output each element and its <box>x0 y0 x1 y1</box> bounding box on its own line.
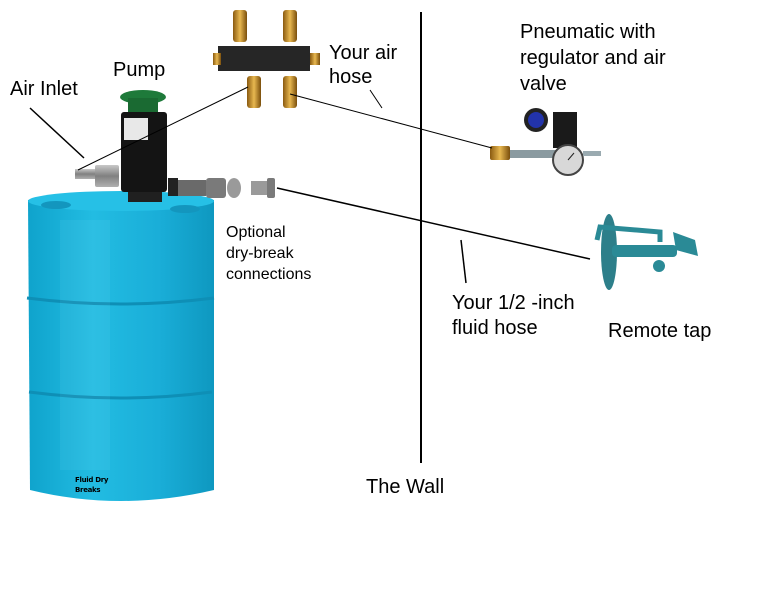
barrel-label-line1: Fluid Dry <box>75 476 109 484</box>
optional-label-line1: Optional <box>226 224 286 241</box>
dry-break-connectors <box>168 178 275 198</box>
air-hose-label-line2: hose <box>329 66 373 88</box>
remote-tap-label: Remote tap <box>608 320 712 342</box>
remote-tap <box>594 214 698 290</box>
fluid-hose-label-line1: Your 1/2 -inch <box>452 292 575 314</box>
pneumatic-label-line3: valve <box>520 73 567 95</box>
air-hose-label-line1: Your air <box>329 42 398 64</box>
fluid-hose-leader <box>460 239 467 284</box>
wall-label: The Wall <box>366 476 445 498</box>
air-hose-leader <box>369 89 383 109</box>
barrel-label-line2: Breaks <box>75 486 101 494</box>
pneumatic-label-line1: Pneumatic with <box>520 21 656 43</box>
pneumatic-regulator <box>490 108 601 176</box>
manifold-to-regulator-hose <box>289 93 493 149</box>
air-inlet-label: Air Inlet <box>10 78 78 100</box>
air-inlet-fitting <box>75 165 119 187</box>
fluid-hose <box>276 187 591 260</box>
pump-to-manifold-hose <box>77 86 249 171</box>
optional-label-line2: dry-break <box>226 245 294 262</box>
air-manifold <box>213 10 320 108</box>
pneumatic-label-line2: regulator and air <box>520 47 666 69</box>
fluid-hose-label-line2: fluid hose <box>452 317 538 339</box>
pump-label: Pump <box>113 59 166 81</box>
barrel <box>26 191 215 501</box>
optional-label-line3: connections <box>226 266 312 283</box>
air-inlet-leader <box>29 107 85 159</box>
